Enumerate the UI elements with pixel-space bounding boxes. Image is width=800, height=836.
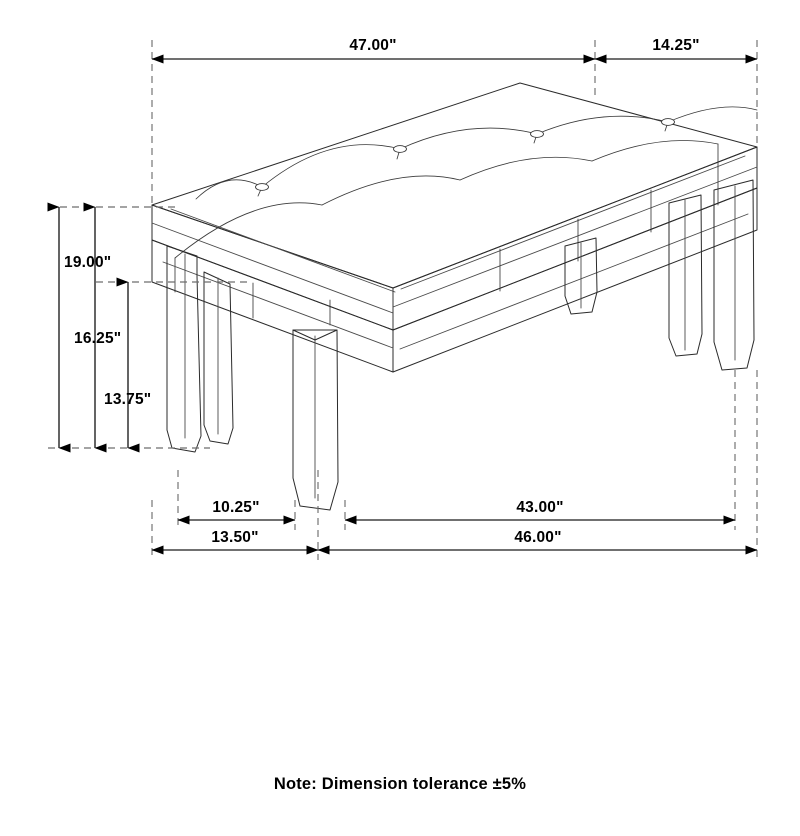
bench-leg-far-right-front [713,179,755,371]
seat-cushion-right-face [392,146,758,331]
tuft-button [393,145,407,153]
tuft-button [530,130,544,138]
seat-tufting-pattern [174,106,758,331]
dimension-label-1425: 14.25" [652,37,699,54]
bench-leg-back-left [203,271,234,445]
dimension-label-46: 46.00" [514,529,561,546]
dimension-label-43: 43.00" [516,499,563,516]
dimension-base-length: 46.00" [317,529,758,555]
dimension-label-47: 47.00" [349,37,396,54]
bench-leg-far-right-back [668,194,703,357]
dimension-seat-overhang-depth: 14.25" [594,37,758,64]
dimension-label-1350: 13.50" [211,529,258,546]
top-dimension-group: 47.00" 14.25" [151,37,758,64]
tuft-buttons [255,118,675,191]
cushion-edge-contours [151,155,758,314]
bottom-dimension-group: 10.25" 43.00" 13.50" 46.00" [151,499,758,555]
dimension-leg-spread-depth: 10.25" [177,499,296,525]
bench-illustration [151,82,758,511]
dimension-overall-height: 19.00" [47,202,111,453]
left-dimension-group: 19.00" 16.25" 13.75" [47,202,151,453]
dimension-seat-length: 47.00" [151,37,596,64]
tuft-button [661,118,675,126]
dimension-seat-height: 16.25" [74,202,121,453]
dimension-base-depth: 13.50" [151,529,319,555]
bench-apron-rail [151,187,758,373]
tuft-button [255,183,269,191]
dimension-label-1375: 13.75" [104,391,151,408]
dimension-apron-clearance-height: 13.75" [104,277,151,453]
bench-leg-front-right [292,329,339,511]
bench-leg-back-center [564,237,598,315]
dimension-label-1625: 16.25" [74,330,121,347]
dimension-label-1025: 10.25" [212,499,259,516]
bench-leg-front-left [166,245,202,453]
dimension-label-19: 19.00" [64,254,111,271]
seat-cushion-front-face [151,204,394,331]
tolerance-note: Note: Dimension tolerance ±5% [274,775,526,793]
dimension-leg-span-length: 43.00" [344,499,736,525]
